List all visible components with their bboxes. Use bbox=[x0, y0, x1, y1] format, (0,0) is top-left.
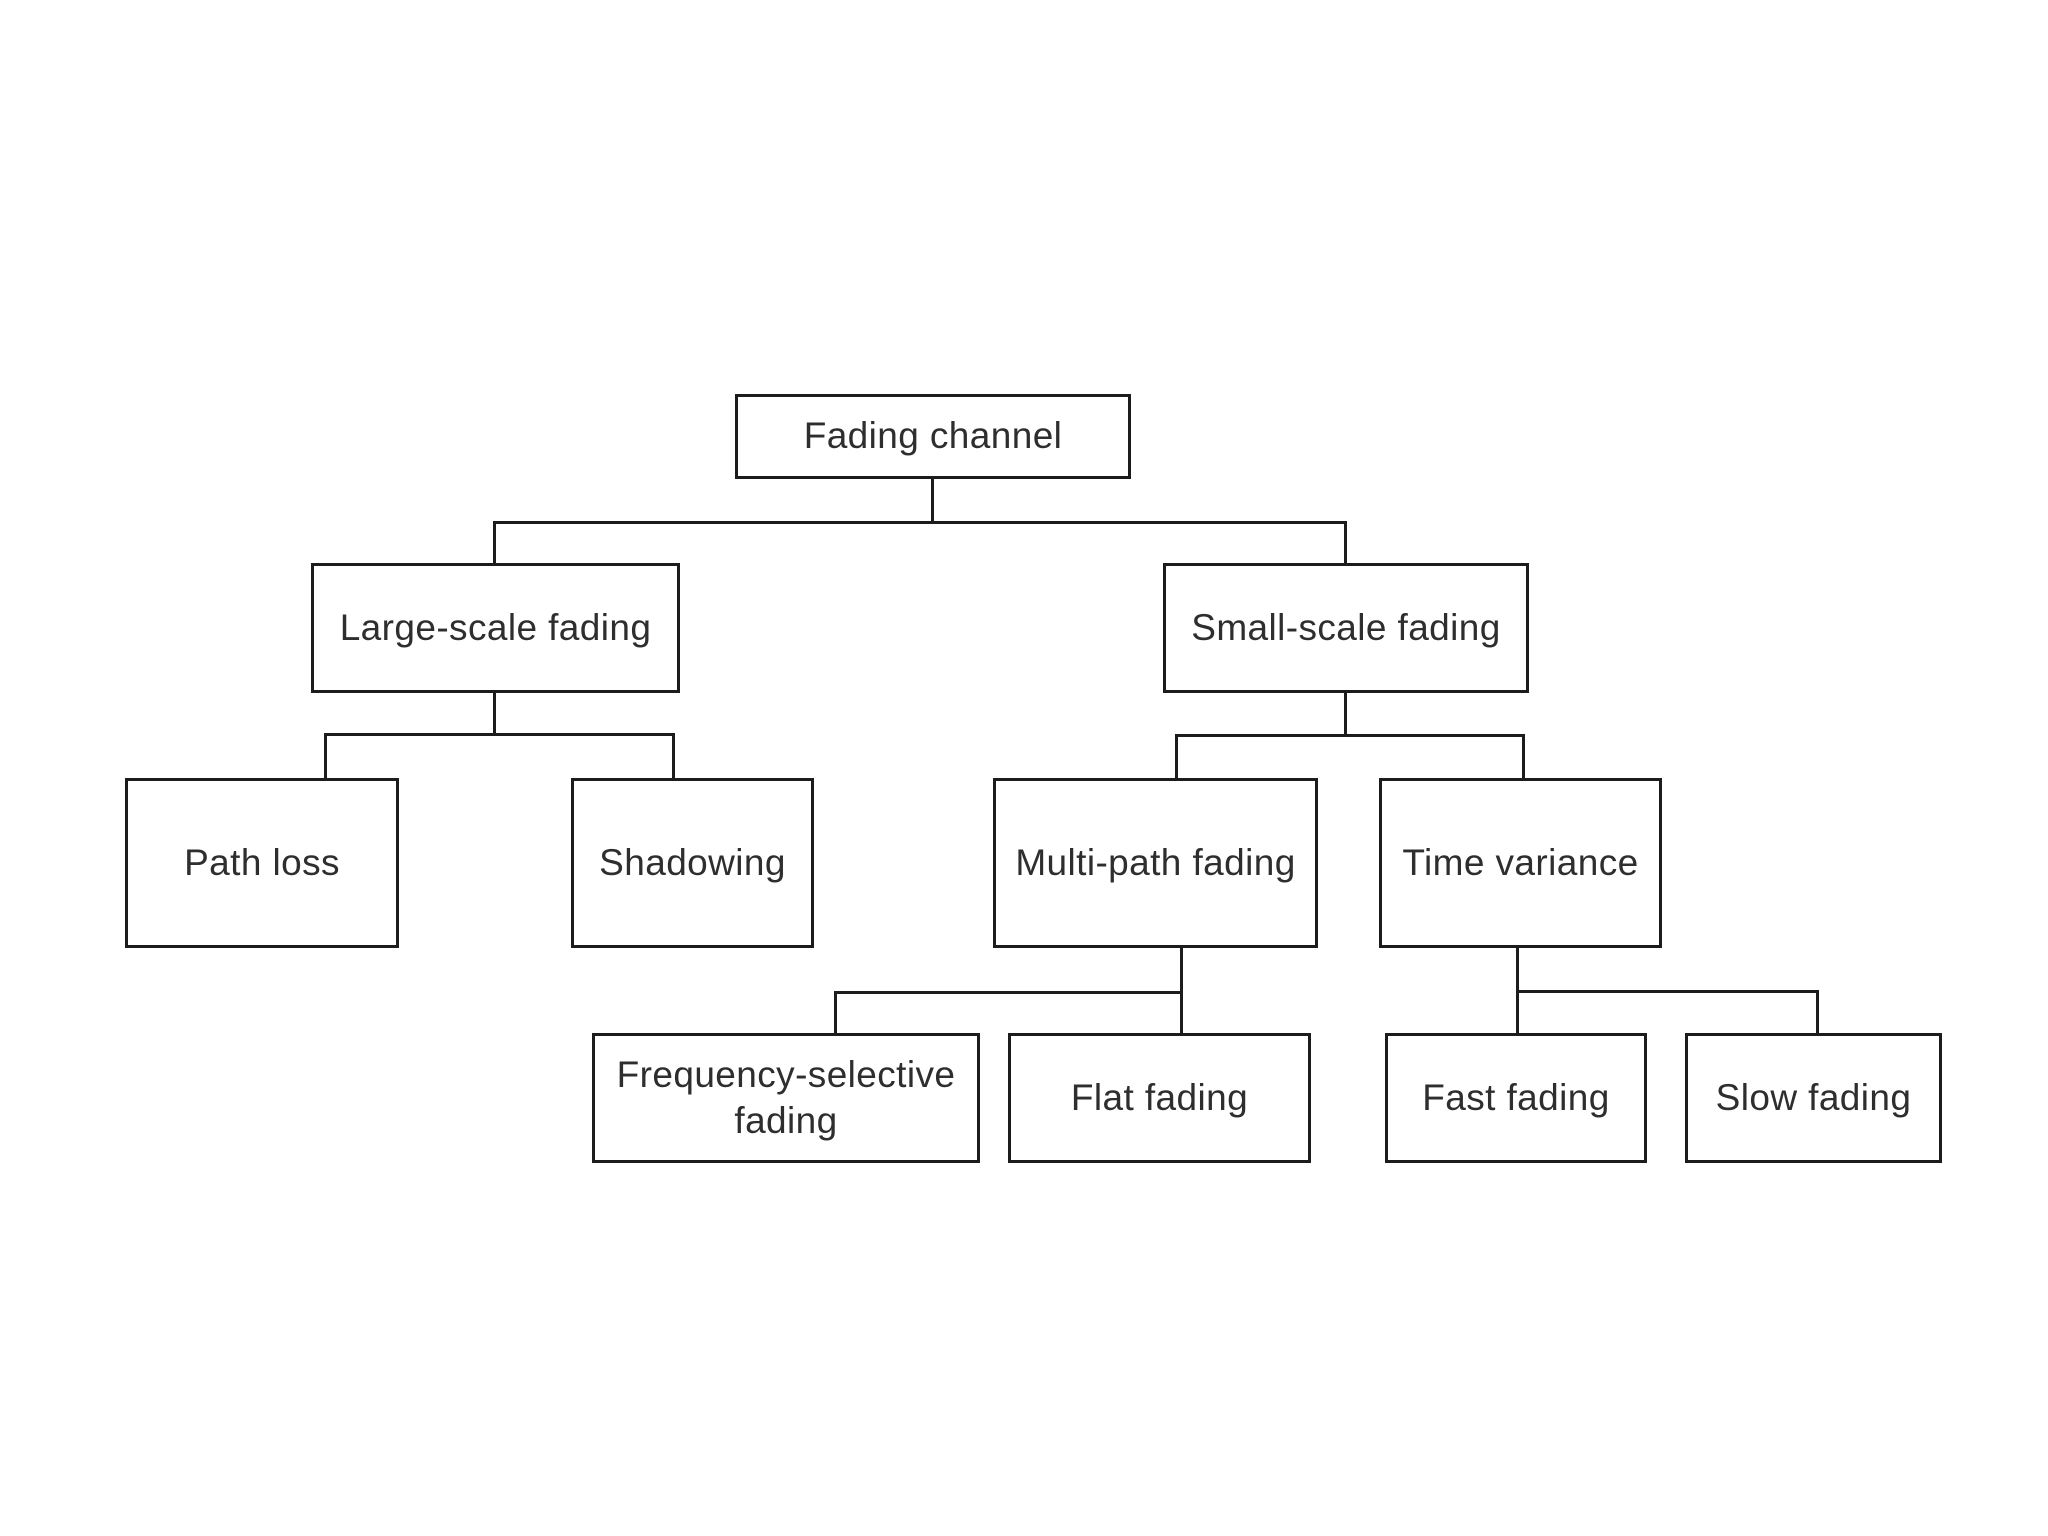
connector-freq-selective-in bbox=[834, 991, 837, 1036]
node-shadowing-label: Shadowing bbox=[599, 841, 786, 883]
connector-root-drop bbox=[931, 478, 934, 524]
connector-level2-horizontal bbox=[493, 521, 1347, 524]
node-time-variance: Time variance bbox=[1379, 778, 1662, 948]
node-fading-channel-label: Fading channel bbox=[803, 415, 1063, 457]
node-fast-fading: Fast fading bbox=[1385, 1033, 1647, 1163]
node-frequency-selective-fading: Frequency-selective fading bbox=[592, 1033, 980, 1163]
connector-shadowing-in bbox=[672, 733, 675, 781]
node-large-scale-fading-label: Large-scale fading bbox=[339, 606, 652, 648]
connector-small-scale-drop bbox=[1344, 693, 1347, 737]
node-frequency-selective-fading-label: Frequency-selective fading bbox=[616, 1053, 956, 1141]
connector-large-children-horizontal bbox=[324, 733, 675, 736]
connector-multi-path-in bbox=[1175, 734, 1178, 781]
connector-multi-children-horizontal bbox=[834, 991, 1183, 994]
connector-large-scale-in bbox=[493, 521, 496, 566]
node-flat-fading: Flat fading bbox=[1008, 1033, 1311, 1163]
connector-small-children-horizontal bbox=[1175, 734, 1525, 737]
node-shadowing: Shadowing bbox=[571, 778, 814, 948]
node-time-variance-label: Time variance bbox=[1402, 841, 1639, 883]
connector-slow-fading-in bbox=[1816, 990, 1819, 1036]
connector-path-loss-in bbox=[324, 733, 327, 781]
node-flat-fading-label: Flat fading bbox=[1070, 1076, 1249, 1118]
node-small-scale-fading-label: Small-scale fading bbox=[1191, 606, 1501, 648]
connector-time-children-horizontal bbox=[1516, 990, 1819, 993]
node-small-scale-fading: Small-scale fading bbox=[1163, 563, 1529, 693]
node-fading-channel: Fading channel bbox=[735, 394, 1131, 479]
node-multi-path-fading: Multi-path fading bbox=[993, 778, 1318, 948]
node-multi-path-fading-label: Multi-path fading bbox=[1015, 841, 1296, 883]
connector-time-variance-in bbox=[1522, 734, 1525, 781]
node-path-loss: Path loss bbox=[125, 778, 399, 948]
node-slow-fading-label: Slow fading bbox=[1715, 1076, 1912, 1118]
node-slow-fading: Slow fading bbox=[1685, 1033, 1942, 1163]
node-large-scale-fading: Large-scale fading bbox=[311, 563, 680, 693]
node-path-loss-label: Path loss bbox=[184, 841, 340, 883]
node-fast-fading-label: Fast fading bbox=[1422, 1076, 1610, 1118]
connector-small-scale-in bbox=[1344, 521, 1347, 566]
connector-large-scale-drop bbox=[493, 693, 496, 736]
